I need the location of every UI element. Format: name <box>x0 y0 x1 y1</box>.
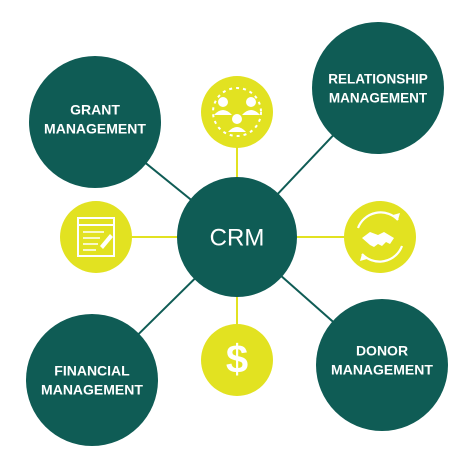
people-network-icon <box>201 76 273 148</box>
node-financial-line1: FINANCIAL <box>54 363 130 379</box>
node-relationship-management: RELATIONSHIP MANAGEMENT <box>312 22 444 154</box>
node-grant-line2: MANAGEMENT <box>44 121 146 137</box>
node-grant-line1: GRANT <box>70 102 120 118</box>
document-form-icon <box>60 201 132 273</box>
node-financial-line2: MANAGEMENT <box>41 382 143 398</box>
crm-hub-label: CRM <box>210 224 265 251</box>
node-grant-management: GRANT MANAGEMENT <box>29 56 161 188</box>
node-financial-management: FINANCIAL MANAGEMENT <box>26 314 158 446</box>
node-donor-line1: DONOR <box>356 343 408 359</box>
svg-text:$: $ <box>226 338 248 382</box>
node-donor-line2: MANAGEMENT <box>331 362 433 378</box>
node-donor-management: DONOR MANAGEMENT <box>316 299 448 431</box>
handshake-icon <box>344 201 416 273</box>
dollar-sign-icon: $ <box>201 324 273 396</box>
crm-hub: CRM <box>177 177 297 297</box>
node-relationship-line2: MANAGEMENT <box>329 91 428 106</box>
node-relationship-line1: RELATIONSHIP <box>328 72 428 87</box>
